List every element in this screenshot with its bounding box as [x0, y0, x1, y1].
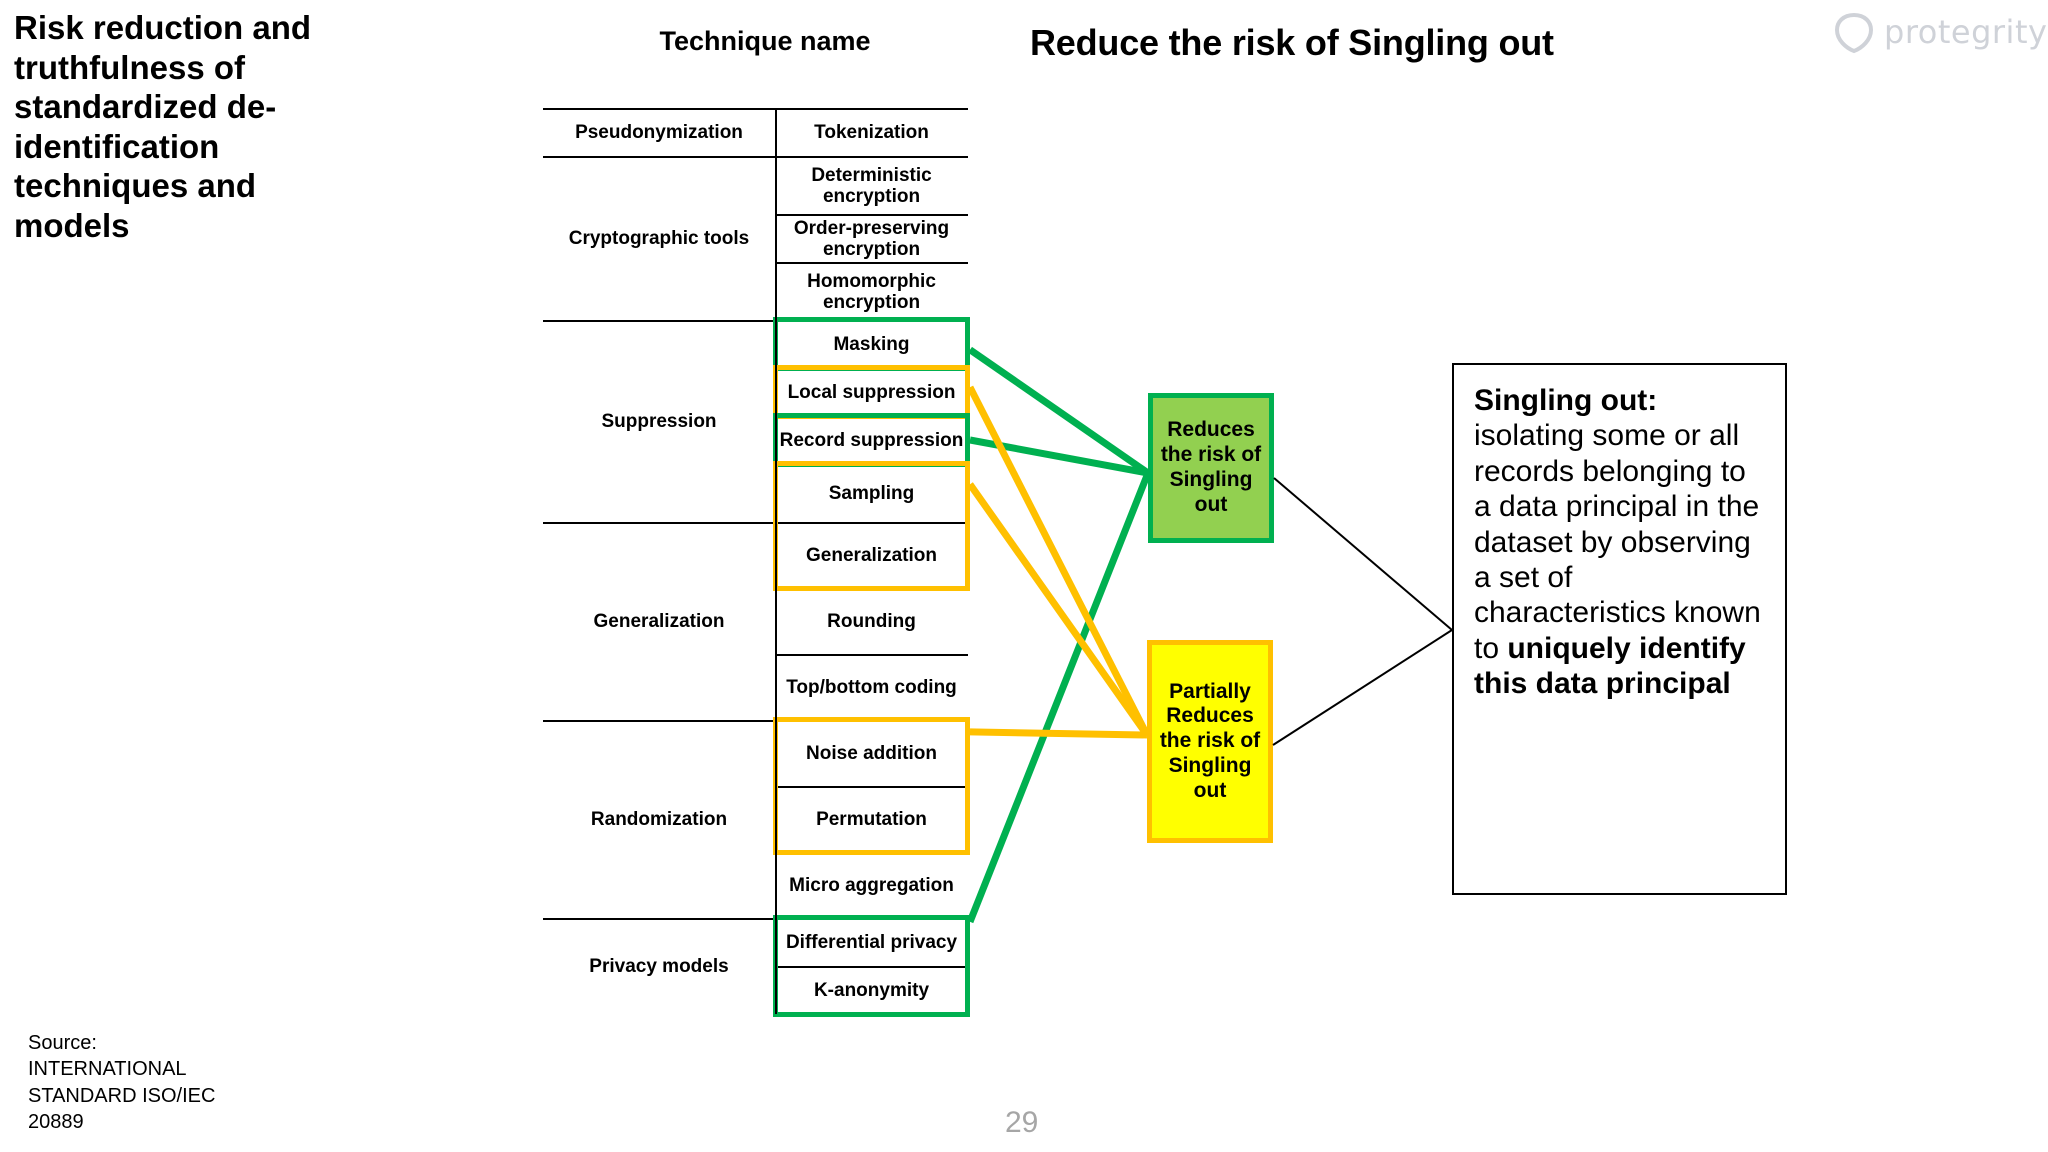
connector-line — [968, 346, 1150, 476]
table-bottom-border — [775, 1014, 968, 1016]
technique-cell: Masking — [775, 320, 968, 368]
source-note: Source: INTERNATIONAL STANDARD ISO/IEC 2… — [28, 1032, 216, 1134]
technique-group-cell: Suppression — [543, 320, 775, 522]
technique-cell: Tokenization — [775, 108, 968, 156]
technique-cell: Order-preserving encryption — [775, 214, 968, 262]
definition-body-bold: uniquely identify this data principal — [1474, 631, 1746, 701]
connector-line — [966, 471, 1152, 924]
technique-cell: Deterministic encryption — [775, 156, 968, 214]
technique-cell: K-anonymity — [775, 966, 968, 1014]
table-column-divider — [775, 522, 777, 720]
connector-line — [1273, 477, 1453, 631]
technique-group-cell: Pseudonymization — [543, 108, 775, 156]
technique-group-cell: Randomization — [543, 720, 775, 918]
technique-cell: Noise addition — [775, 720, 968, 786]
technique-cell: Sampling — [775, 464, 968, 522]
table-column-divider — [775, 918, 777, 1014]
status-box-reduces-risk[interactable]: Reduces the risk of Singling out — [1148, 393, 1274, 543]
table-column-divider — [775, 156, 777, 320]
technique-cell: Micro aggregation — [775, 852, 968, 918]
main-heading: Reduce the risk of Singling out — [1030, 22, 1554, 63]
connector-line — [1272, 629, 1453, 746]
technique-cell: Local suppression — [775, 368, 968, 416]
technique-cell: Top/bottom coding — [775, 654, 968, 720]
connector-line — [966, 385, 1151, 737]
technique-cell: Rounding — [775, 588, 968, 654]
page-title: Risk reduction and truthfulness of stand… — [14, 9, 312, 244]
protegrity-mark-icon — [1832, 10, 1876, 54]
technique-group-cell: Cryptographic tools — [543, 156, 775, 320]
technique-cell: Permutation — [775, 786, 968, 852]
status-box-partially-reduces-risk[interactable]: Partially Reduces the risk of Singling o… — [1147, 640, 1273, 843]
connector-line — [969, 436, 1149, 477]
singling-out-definition-box: Singling out: isolating some or all reco… — [1452, 363, 1787, 895]
definition-connector-group — [1272, 477, 1453, 746]
definition-term: Singling out: — [1474, 384, 1658, 417]
protegrity-logo: protegrity — [1832, 4, 2047, 60]
technique-group-cell: Privacy models — [543, 918, 775, 1014]
technique-cell: Generalization — [775, 522, 968, 588]
page-number: 29 — [1005, 1106, 1039, 1139]
table-column-divider — [775, 720, 777, 918]
table-column-divider — [775, 320, 777, 522]
technique-cell: Record suppression — [775, 416, 968, 464]
technique-cell: Differential privacy — [775, 918, 968, 966]
technique-cell: Homomorphic encryption — [775, 262, 968, 320]
protegrity-wordmark: protegrity — [1884, 13, 2048, 51]
connector-line — [969, 728, 1148, 739]
technique-group-cell: Generalization — [543, 522, 775, 720]
definition-body: isolating some or all records belonging … — [1474, 419, 1761, 665]
technique-name-column-header: Technique name — [659, 26, 871, 56]
connector-line — [967, 482, 1150, 738]
yellow-connector-group — [966, 385, 1151, 739]
table-column-divider — [775, 108, 777, 156]
green-connector-group — [966, 346, 1152, 924]
